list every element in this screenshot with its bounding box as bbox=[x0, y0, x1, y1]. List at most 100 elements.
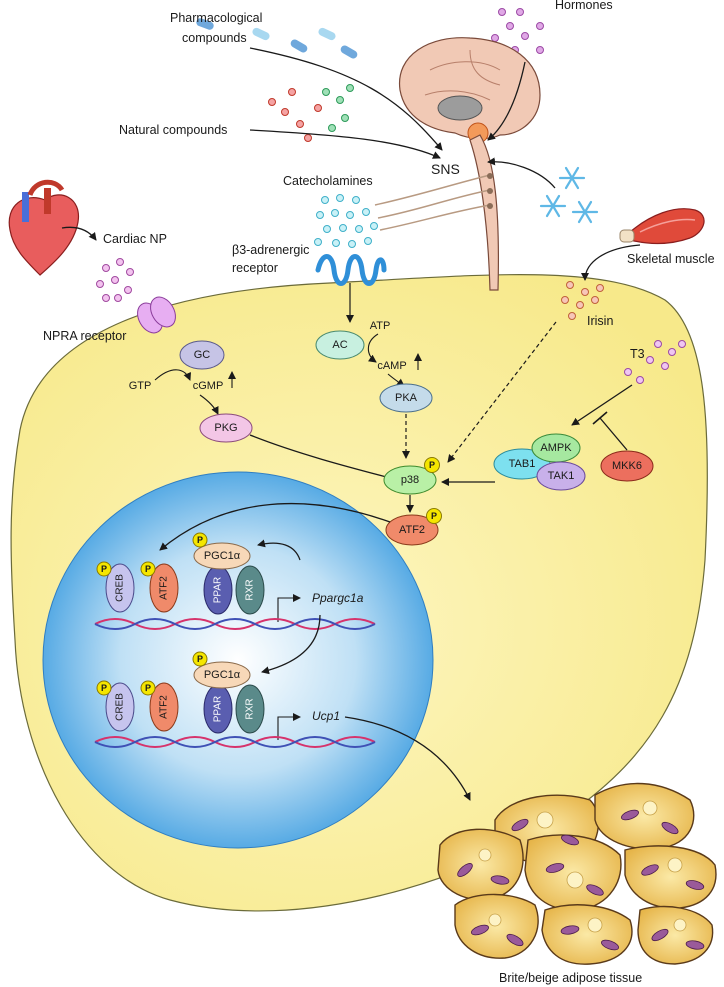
pgc1a-label-1: PGC1α bbox=[204, 550, 241, 562]
promoter-arrow-1 bbox=[277, 594, 301, 622]
arrow-pkg-p38 bbox=[249, 434, 399, 483]
brite-beige-tissue bbox=[437, 782, 717, 965]
npra-receptor bbox=[137, 296, 176, 334]
dna-helix-2 bbox=[94, 736, 376, 748]
ucp1-gene-label: Ucp1 bbox=[312, 709, 340, 723]
atp-label: ATP bbox=[370, 320, 391, 332]
ampk-label: AMPK bbox=[540, 442, 572, 454]
pkg-label: PKG bbox=[214, 422, 237, 434]
ppar-label-1: PPAR bbox=[213, 577, 224, 604]
pharmacological-label-2: compounds bbox=[182, 31, 247, 45]
irisin-dots bbox=[561, 281, 604, 320]
arrow-hormones-brain bbox=[487, 61, 526, 141]
arrow-gtp-cgmp bbox=[154, 369, 191, 381]
pka-node bbox=[379, 383, 433, 413]
rxr-label-2: RXR bbox=[245, 698, 256, 719]
mkk6-node bbox=[600, 450, 654, 482]
pgc1a-phospho-label-1: P bbox=[197, 535, 203, 545]
creb-phospho-2 bbox=[96, 680, 112, 696]
skeletal-muscle-label: Skeletal muscle bbox=[627, 252, 715, 266]
creb-phospho-label-1: P bbox=[101, 564, 107, 574]
atf2-label-2: ATF2 bbox=[159, 695, 170, 719]
t3-label: T3 bbox=[630, 347, 645, 361]
mitochondria-icons bbox=[457, 809, 705, 951]
pgc1a-label-2: PGC1α bbox=[204, 669, 241, 681]
atf2-cyto-node bbox=[385, 514, 439, 546]
natural-compound-dots bbox=[268, 84, 354, 142]
atf2-phospho-1 bbox=[140, 561, 156, 577]
beta3-label-1: β3-adrenergic bbox=[232, 243, 309, 257]
arrow-natural-sns bbox=[249, 129, 441, 159]
cardiac-np-dots bbox=[96, 258, 134, 302]
beta3-label-2: receptor bbox=[232, 261, 278, 275]
ac-label: AC bbox=[332, 339, 347, 351]
heart-icon bbox=[8, 179, 80, 276]
sns-label: SNS bbox=[431, 161, 460, 177]
skeletal-muscle-icon bbox=[619, 208, 705, 245]
creb-phospho-label-2: P bbox=[101, 683, 107, 693]
atf2-phospho-label-2: P bbox=[145, 683, 151, 693]
t3-dots bbox=[624, 340, 686, 384]
p38-node bbox=[383, 465, 437, 495]
inhibit-mkk6-line bbox=[599, 417, 628, 451]
lipid-droplets bbox=[478, 800, 687, 933]
rxr-label-1: RXR bbox=[245, 579, 256, 600]
arrow-atf2-nucleus bbox=[159, 502, 391, 551]
atf2-cyto-label: ATF2 bbox=[399, 524, 425, 536]
brite-beige-label: Brite/beige adipose tissue bbox=[499, 971, 642, 985]
arrow-cold-sns bbox=[487, 157, 556, 189]
arrow-irisin-p38 bbox=[447, 321, 557, 463]
arrow-atp-camp bbox=[367, 333, 379, 363]
arrow-cgmp-pkg bbox=[199, 394, 219, 415]
cardiac-np-label: Cardiac NP bbox=[103, 232, 167, 246]
sympathetic-nerve-fibers bbox=[374, 174, 491, 231]
atf2-label-1: ATF2 bbox=[159, 576, 170, 600]
beta3-receptor bbox=[315, 254, 387, 286]
creb-phospho-1 bbox=[96, 561, 112, 577]
creb-label-1: CREB bbox=[115, 574, 126, 602]
creb-label-2: CREB bbox=[115, 693, 126, 721]
arrow-pharmacological-sns bbox=[249, 47, 443, 151]
npra-receptor-label: NPRA receptor bbox=[43, 329, 126, 343]
tak1-node bbox=[536, 461, 586, 491]
cgmp-label: cGMP bbox=[193, 380, 224, 392]
p38-phospho-badge bbox=[424, 457, 440, 473]
mkk6-label: MKK6 bbox=[612, 460, 642, 472]
natural-compounds-label: Natural compounds bbox=[119, 123, 227, 137]
catecholamine-dots bbox=[314, 194, 378, 248]
ppargc1a-gene-label: Ppargc1a bbox=[312, 591, 364, 605]
pgc1a-phospho-label-2: P bbox=[197, 654, 203, 664]
ac-node bbox=[315, 330, 365, 360]
gc-label: GC bbox=[194, 349, 211, 361]
p38-phospho-label: P bbox=[429, 460, 435, 470]
tak1-label: TAK1 bbox=[548, 470, 575, 482]
dna-helix-1 bbox=[94, 618, 376, 630]
atf2-cyto-phospho-badge bbox=[426, 508, 442, 524]
brain-icon bbox=[399, 37, 541, 291]
pgc1a-phospho-2 bbox=[192, 651, 208, 667]
cold-snowflake-icon bbox=[539, 166, 599, 224]
arrow-muscle-irisin bbox=[581, 244, 641, 281]
gtp-label: GTP bbox=[129, 380, 152, 392]
nucleus bbox=[42, 471, 434, 849]
inhibit-mkk6-bar bbox=[592, 411, 608, 425]
atf2-cyto-phospho-label: P bbox=[431, 511, 437, 521]
irisin-label: Irisin bbox=[587, 314, 613, 328]
tab1-label: TAB1 bbox=[509, 458, 536, 470]
pgc1a-phospho-1 bbox=[192, 532, 208, 548]
nuclear-complex-row2 bbox=[105, 661, 265, 734]
camp-label: cAMP bbox=[377, 360, 406, 372]
hormone-dots bbox=[491, 8, 544, 54]
atf2-phospho-label-1: P bbox=[145, 564, 151, 574]
pharmacological-pills bbox=[196, 18, 358, 59]
arrow-gene-pgc1a-1 bbox=[257, 539, 301, 561]
ppar-label-2: PPAR bbox=[213, 696, 224, 723]
p38-label: p38 bbox=[401, 474, 419, 486]
arrow-t3-ampk bbox=[571, 384, 633, 426]
pka-label: PKA bbox=[395, 392, 418, 404]
pkg-node bbox=[199, 413, 253, 443]
nuclear-complex-row1 bbox=[105, 542, 265, 615]
gc-node bbox=[179, 340, 225, 370]
catecholamines-label: Catecholamines bbox=[283, 174, 373, 188]
